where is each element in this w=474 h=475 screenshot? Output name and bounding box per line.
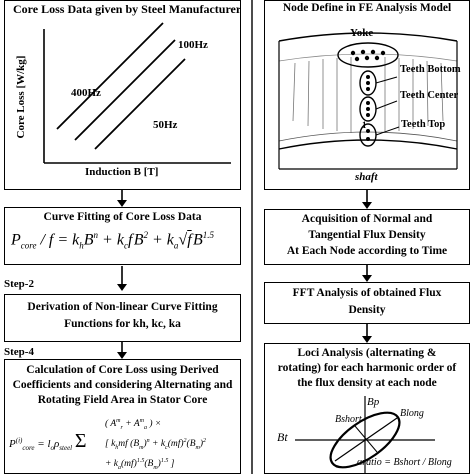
label-teeth-bottom: Teeth Bottom xyxy=(400,64,461,75)
label-yoke: Yoke xyxy=(350,27,374,39)
label-shaft: shaft xyxy=(355,171,378,183)
rotor-arc xyxy=(278,139,458,150)
label-100hz: 100Hz xyxy=(178,39,208,51)
x-axis-label: Induction B [T] xyxy=(85,166,159,178)
label-bt: Bt xyxy=(277,430,288,444)
fe-model-diagram xyxy=(278,32,458,170)
calculation-line-2: Coefficients and considering Alternating… xyxy=(12,379,233,391)
node-define-title: Node Define in FE Analysis Model xyxy=(282,2,452,14)
stator-slots xyxy=(292,57,444,133)
loci-analysis-box: Loci Analysis (alternating & rotating) f… xyxy=(264,343,470,474)
stator-inner-arc xyxy=(278,53,458,62)
yoke-node-region xyxy=(337,42,399,68)
curve-50hz xyxy=(94,58,186,150)
loci-line-3: the flux density at each node xyxy=(297,377,437,389)
label-teeth-center: Teeth Center xyxy=(400,90,459,101)
arrow-right-1 xyxy=(362,190,372,209)
flux-locus-ellipse xyxy=(329,411,401,469)
core-loss-formula-lhs: P(i)core = loρsteel Σ xyxy=(9,430,87,453)
label-blong: Blong xyxy=(400,408,424,419)
core-loss-data-box: Core Loss Data given by Steel Manufactur… xyxy=(4,0,241,190)
leader-lines xyxy=(375,76,400,136)
label-400hz: 400Hz xyxy=(71,87,101,99)
label-bp: Bp xyxy=(367,396,380,408)
step-2-label: Step-2 xyxy=(4,278,34,290)
arrow-right-2 xyxy=(362,265,372,282)
derivation-box: Derivation of Non-linear Curve Fitting F… xyxy=(4,294,241,342)
curve-mid xyxy=(74,39,176,141)
derivation-line-1: Derivation of Non-linear Curve Fitting xyxy=(27,301,218,313)
derivation-line-2: Functions for kh, kc, ka xyxy=(64,318,181,330)
fft-line-2: Density xyxy=(348,304,386,316)
curve-100hz xyxy=(56,22,164,130)
acquisition-box: Acquisition of Normal and Tangential Flu… xyxy=(264,209,470,265)
label-teeth-top: Teeth Top xyxy=(401,119,446,130)
arrow-left-2 xyxy=(117,266,127,291)
alpha-ratio-formula: αratio = Bshort / Blong xyxy=(357,457,452,468)
acquisition-line-1: Acquisition of Normal and xyxy=(301,213,433,225)
loci-line-2: rotating) for each harmonic order of xyxy=(277,362,457,374)
node-define-box: Node Define in FE Analysis Model xyxy=(264,0,470,190)
curve-fitting-title: Curve Fitting of Core Loss Data xyxy=(43,211,202,223)
short-axis-line xyxy=(354,425,378,453)
label-bshort: Bshort xyxy=(335,414,362,425)
calculation-line-1: Calculation of Core Loss using Derived xyxy=(26,364,219,376)
fft-box: FFT Analysis of obtained Flux Density xyxy=(264,282,470,324)
arrow-left-3 xyxy=(117,342,127,359)
curve-fitting-formula: Pcore / f = khBn + kcf B2 + ka√f B1.5 xyxy=(11,230,214,251)
acquisition-line-3: At Each Node according to Time xyxy=(286,245,448,257)
arrow-right-3 xyxy=(362,324,372,343)
fft-line-1: FFT Analysis of obtained Flux xyxy=(292,287,442,299)
calculation-line-3: Rotating Field Area in Stator Core xyxy=(37,394,208,406)
chart-curves xyxy=(56,22,186,150)
loci-line-1: Loci Analysis (alternating & xyxy=(297,347,437,359)
stator-outer-arc xyxy=(278,32,458,42)
label-50hz: 50Hz xyxy=(153,119,178,131)
core-loss-data-title: Core Loss Data given by Steel Manufactur… xyxy=(13,2,242,16)
loci-diagram xyxy=(295,396,435,474)
core-loss-chart xyxy=(43,22,231,164)
arrow-left-1 xyxy=(117,190,127,207)
step-4-label: Step-4 xyxy=(4,346,34,358)
y-axis-label: Core Loss [W/kg] xyxy=(15,55,27,139)
acquisition-line-2: Tangential Flux Density xyxy=(308,229,426,241)
yoke-nodes xyxy=(350,49,386,62)
curve-fitting-box: Curve Fitting of Core Loss Data Pcore / … xyxy=(4,207,241,265)
calculation-box: Calculation of Core Loss using Derived C… xyxy=(4,359,241,474)
node-number-label: 1 xyxy=(362,120,367,130)
core-loss-formula-rhs: ( Amr + Ama ) × [ khmf (Bm)n + kc(mf)2(B… xyxy=(105,418,207,472)
